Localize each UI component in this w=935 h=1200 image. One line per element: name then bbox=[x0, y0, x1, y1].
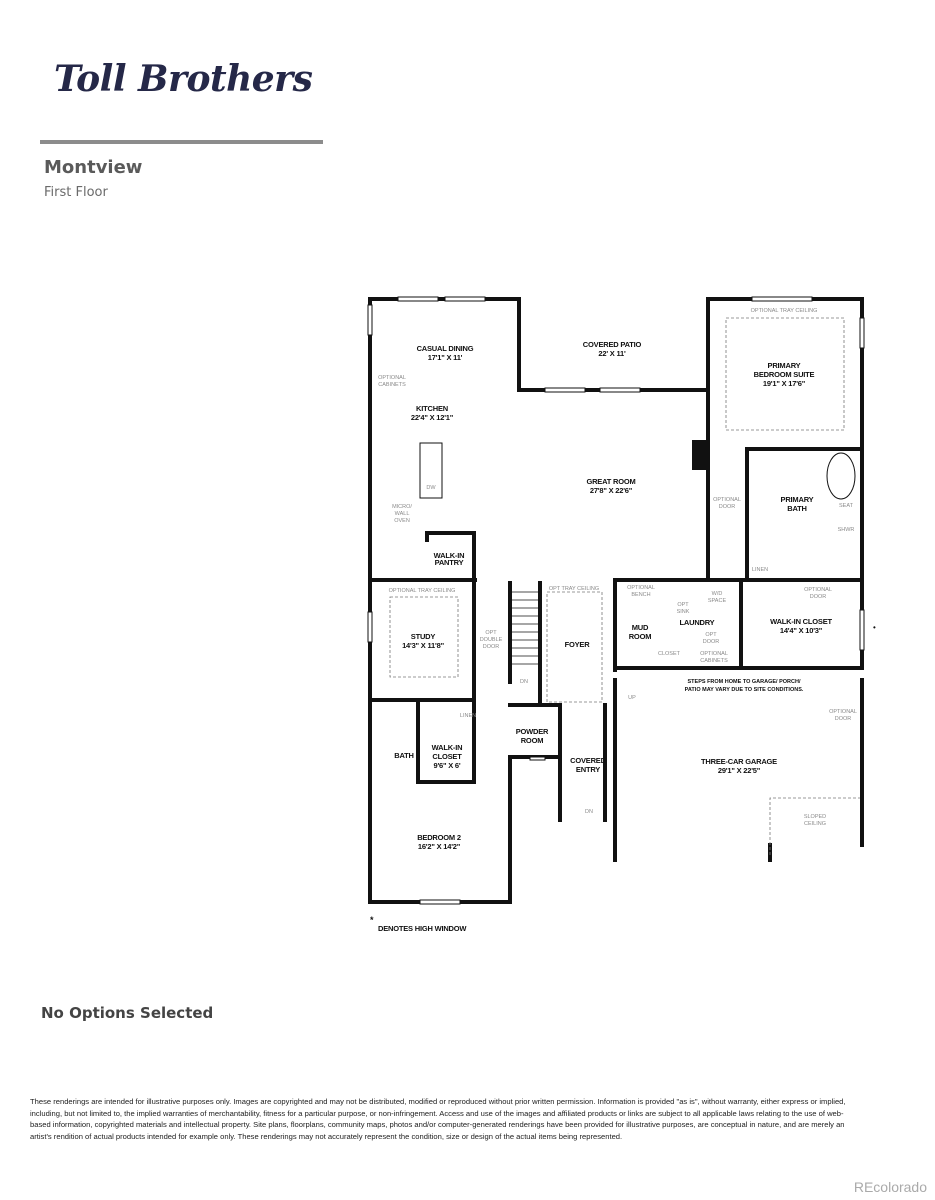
svg-text:BATH: BATH bbox=[787, 504, 806, 513]
room-foyer: FOYER bbox=[565, 640, 591, 649]
svg-text:OPTIONAL TRAY CEILING: OPTIONAL TRAY CEILING bbox=[751, 308, 818, 314]
svg-text:OPTIONAL: OPTIONAL bbox=[700, 651, 728, 657]
brand-logo: Toll Brothers bbox=[54, 58, 313, 100]
high-window-marker-icon: • bbox=[873, 623, 876, 632]
svg-text:UP: UP bbox=[628, 695, 636, 701]
svg-text:BEDROOM SUITE: BEDROOM SUITE bbox=[754, 370, 815, 379]
svg-text:CABINETS: CABINETS bbox=[700, 658, 728, 664]
room-covered-patio: COVERED PATIO bbox=[583, 340, 642, 349]
svg-text:OPTIONAL: OPTIONAL bbox=[713, 497, 741, 503]
svg-text:OPT: OPT bbox=[485, 630, 497, 636]
svg-text:DOOR: DOOR bbox=[810, 594, 827, 600]
room-three-car-garage: THREE-CAR GARAGE bbox=[701, 757, 777, 766]
svg-text:SLOPED: SLOPED bbox=[804, 814, 826, 820]
svg-text:CABINETS: CABINETS bbox=[378, 382, 406, 388]
room-casual-dining: CASUAL DINING bbox=[417, 344, 474, 353]
svg-text:ROOM: ROOM bbox=[629, 632, 652, 641]
room-bath: BATH bbox=[394, 751, 413, 760]
svg-text:SEAT: SEAT bbox=[839, 503, 854, 509]
svg-text:BENCH: BENCH bbox=[631, 592, 650, 598]
svg-text:WALL: WALL bbox=[395, 511, 410, 517]
legend-symbol: * bbox=[370, 915, 374, 925]
svg-text:22' X 11': 22' X 11' bbox=[598, 349, 626, 358]
svg-text:PANTRY: PANTRY bbox=[435, 558, 464, 567]
svg-text:OPTIONAL: OPTIONAL bbox=[627, 585, 655, 591]
svg-text:17'1" X 11': 17'1" X 11' bbox=[428, 353, 463, 362]
svg-text:CEILING: CEILING bbox=[804, 821, 826, 827]
svg-text:DOOR: DOOR bbox=[835, 716, 852, 722]
svg-text:DN: DN bbox=[585, 809, 593, 815]
svg-text:OPTIONAL: OPTIONAL bbox=[378, 375, 406, 381]
room-bedroom-2: BEDROOM 2 bbox=[417, 833, 461, 842]
floor-name: First Floor bbox=[44, 185, 108, 200]
svg-text:OVEN: OVEN bbox=[394, 518, 410, 524]
svg-text:DN: DN bbox=[520, 679, 528, 685]
room-walk-in-closet-bed2: WALK-IN bbox=[432, 743, 463, 752]
svg-text:29'1" X 22'5": 29'1" X 22'5" bbox=[718, 766, 761, 775]
header-divider bbox=[40, 140, 323, 144]
svg-text:9'6" X 6': 9'6" X 6' bbox=[433, 761, 460, 770]
room-primary-bedroom: PRIMARY bbox=[768, 361, 801, 370]
svg-text:ENTRY: ENTRY bbox=[576, 765, 600, 774]
room-powder-room: POWDER bbox=[516, 727, 549, 736]
svg-text:SINK: SINK bbox=[677, 609, 690, 615]
room-walk-in-closet-primary: WALK-IN CLOSET bbox=[770, 617, 832, 626]
model-name: Montview bbox=[44, 157, 143, 178]
svg-text:STEPS FROM HOME TO GARAGE/ POR: STEPS FROM HOME TO GARAGE/ PORCH/ bbox=[688, 679, 801, 685]
svg-text:DOOR: DOOR bbox=[703, 639, 720, 645]
svg-text:LINEN: LINEN bbox=[460, 713, 476, 719]
svg-text:14'4" X 10'3": 14'4" X 10'3" bbox=[780, 626, 823, 635]
svg-text:14'3" X 11'8": 14'3" X 11'8" bbox=[402, 641, 445, 650]
svg-text:OPTIONAL: OPTIONAL bbox=[829, 709, 857, 715]
disclaimer: These renderings are intended for illust… bbox=[30, 1097, 846, 1141]
room-great-room: GREAT ROOM bbox=[586, 477, 635, 486]
room-covered-entry: COVERED bbox=[570, 756, 606, 765]
svg-text:19'1" X 17'6": 19'1" X 17'6" bbox=[763, 379, 806, 388]
svg-text:ROOM: ROOM bbox=[521, 736, 544, 745]
svg-text:SPACE: SPACE bbox=[708, 598, 727, 604]
svg-text:CLOSET: CLOSET bbox=[432, 752, 462, 761]
svg-text:MICRO/: MICRO/ bbox=[392, 504, 412, 510]
svg-text:DOUBLE: DOUBLE bbox=[480, 637, 503, 643]
svg-text:27'8" X 22'6": 27'8" X 22'6" bbox=[590, 486, 633, 495]
svg-text:CLOSET: CLOSET bbox=[658, 651, 681, 657]
svg-text:22'4" X 12'1": 22'4" X 12'1" bbox=[411, 413, 454, 422]
svg-text:OPT: OPT bbox=[705, 632, 717, 638]
svg-text:DOOR: DOOR bbox=[483, 644, 500, 650]
svg-text:PATIO MAY VARY DUE TO SITE CON: PATIO MAY VARY DUE TO SITE CONDITIONS. bbox=[685, 687, 804, 693]
svg-text:LINEN: LINEN bbox=[752, 567, 768, 573]
watermark: REcolorado bbox=[853, 1179, 927, 1195]
svg-text:DOOR: DOOR bbox=[719, 504, 736, 510]
svg-text:DW: DW bbox=[426, 485, 436, 491]
floorplan-drawing: CASUAL DINING 17'1" X 11' COVERED PATIO … bbox=[360, 290, 880, 950]
room-mud-room: MUD bbox=[632, 623, 649, 632]
svg-text:OPTIONAL: OPTIONAL bbox=[804, 587, 832, 593]
room-laundry: LAUNDRY bbox=[680, 618, 715, 627]
options-status: No Options Selected bbox=[41, 1004, 214, 1022]
svg-text:16'2" X 14'2": 16'2" X 14'2" bbox=[418, 842, 461, 851]
legend-text: DENOTES HIGH WINDOW bbox=[378, 924, 467, 933]
svg-text:OPTIONAL TRAY CEILING: OPTIONAL TRAY CEILING bbox=[389, 588, 456, 594]
room-study: STUDY bbox=[411, 632, 436, 641]
room-primary-bath: PRIMARY bbox=[781, 495, 814, 504]
svg-text:W/D: W/D bbox=[712, 591, 723, 597]
room-kitchen: KITCHEN bbox=[416, 404, 448, 413]
svg-text:OPT TRAY CEILING: OPT TRAY CEILING bbox=[549, 586, 599, 592]
svg-text:SHWR: SHWR bbox=[838, 527, 855, 533]
room-walk-in-pantry: WALK-IN bbox=[434, 551, 465, 560]
svg-text:OPT: OPT bbox=[677, 602, 689, 608]
